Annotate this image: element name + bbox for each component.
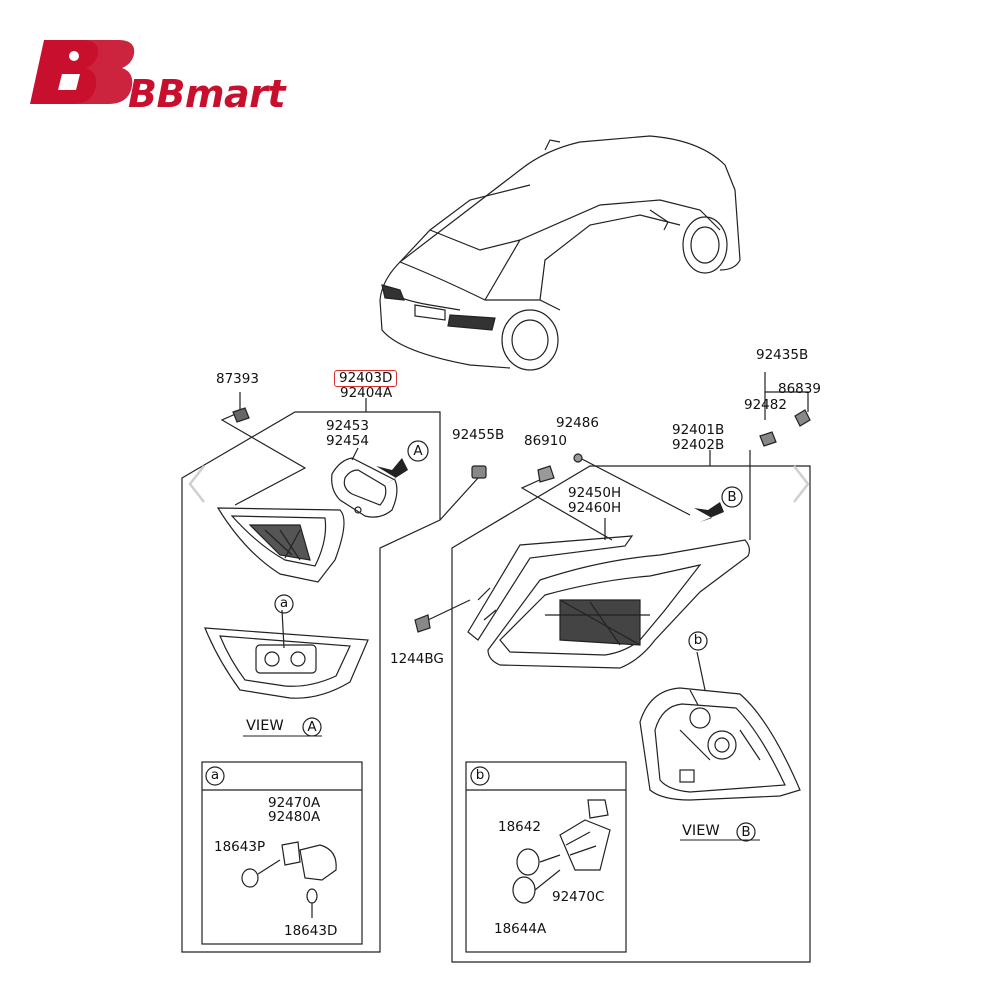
fastener-86910 xyxy=(537,465,555,483)
detail-b-frame xyxy=(465,761,627,953)
label-92482: 92482 xyxy=(744,397,787,413)
view-b-label: VIEW xyxy=(682,823,720,839)
label-18644A: 18644A xyxy=(494,921,547,937)
inner-lamp-drawing xyxy=(216,507,345,583)
label-18643P: 18643P xyxy=(214,839,266,855)
label-86839: 86839 xyxy=(778,381,821,397)
right-group-frame xyxy=(451,465,811,963)
label-92455B: 92455B xyxy=(452,427,505,443)
label-92450H: 92450H xyxy=(568,485,622,501)
logo-mark xyxy=(30,40,135,104)
label-92470C: 92470C xyxy=(552,889,605,905)
label-92402B: 92402B xyxy=(672,437,725,453)
brand-name: BBmart xyxy=(128,72,286,116)
label-18642: 18642 xyxy=(498,819,541,835)
arrow-a-icon xyxy=(376,458,408,484)
chevron-right-icon[interactable] xyxy=(790,462,812,506)
label-92470A: 92470A xyxy=(268,795,321,811)
fastener-92455B xyxy=(471,465,487,479)
callout-circle-a: a xyxy=(279,595,289,611)
label-92401B: 92401B xyxy=(672,422,725,438)
fastener-86839 xyxy=(794,409,811,427)
outer-lamp-drawing xyxy=(487,539,751,669)
label-87393: 87393 xyxy=(216,371,259,387)
arrow-b-icon xyxy=(694,502,724,522)
fastener-92482 xyxy=(759,431,777,447)
label-1244BG: 1244BG xyxy=(390,651,444,667)
view-a-label: VIEW xyxy=(246,718,284,734)
callout-arrow-a: A xyxy=(413,443,423,459)
detail-a-frame xyxy=(201,761,363,945)
callout-circle-b: b xyxy=(693,632,703,648)
detail-b-tag: b xyxy=(475,767,485,783)
label-86910: 86910 xyxy=(524,433,567,449)
view-a-letter: A xyxy=(307,719,317,735)
view-b-letter: B xyxy=(741,824,751,840)
trim-drawing xyxy=(467,535,634,641)
chevron-left-icon[interactable] xyxy=(186,462,208,506)
detail-a-tag: a xyxy=(210,767,220,783)
label-92460H: 92460H xyxy=(568,500,622,516)
label-92486: 92486 xyxy=(556,415,599,431)
label-92454: 92454 xyxy=(326,433,369,449)
label-18643D: 18643D xyxy=(284,923,338,939)
fastener-92486 xyxy=(573,453,583,463)
detail-b-parts xyxy=(512,799,611,904)
fastener-87393 xyxy=(232,407,250,423)
label-92404A: 92404A xyxy=(340,385,393,401)
label-92480A: 92480A xyxy=(268,809,321,825)
view-b-lamp xyxy=(639,651,801,801)
fastener-1244BG xyxy=(414,614,431,633)
detail-a-parts xyxy=(241,841,337,918)
left-group-frame xyxy=(181,411,441,953)
view-a-lamp xyxy=(204,609,369,699)
gasket-drawing xyxy=(331,457,398,518)
callout-arrow-b: B xyxy=(727,489,737,505)
car-illustration xyxy=(379,135,741,371)
label-92435B: 92435B xyxy=(756,347,809,363)
label-92453: 92453 xyxy=(326,418,369,434)
label-92403D-highlight: 92403D xyxy=(334,370,398,387)
